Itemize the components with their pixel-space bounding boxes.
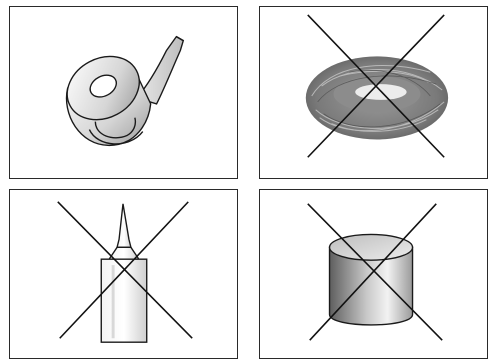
panel-compound-prohibited xyxy=(259,189,488,359)
panel-tape-allowed xyxy=(9,6,238,179)
compound-can-icon xyxy=(330,234,413,324)
tape-roll-icon xyxy=(10,7,237,178)
panel-hemp-prohibited xyxy=(259,6,488,179)
hemp-fiber-icon xyxy=(306,56,448,139)
panel-sealant-prohibited xyxy=(9,189,238,359)
sealant-tube-icon xyxy=(101,204,146,342)
